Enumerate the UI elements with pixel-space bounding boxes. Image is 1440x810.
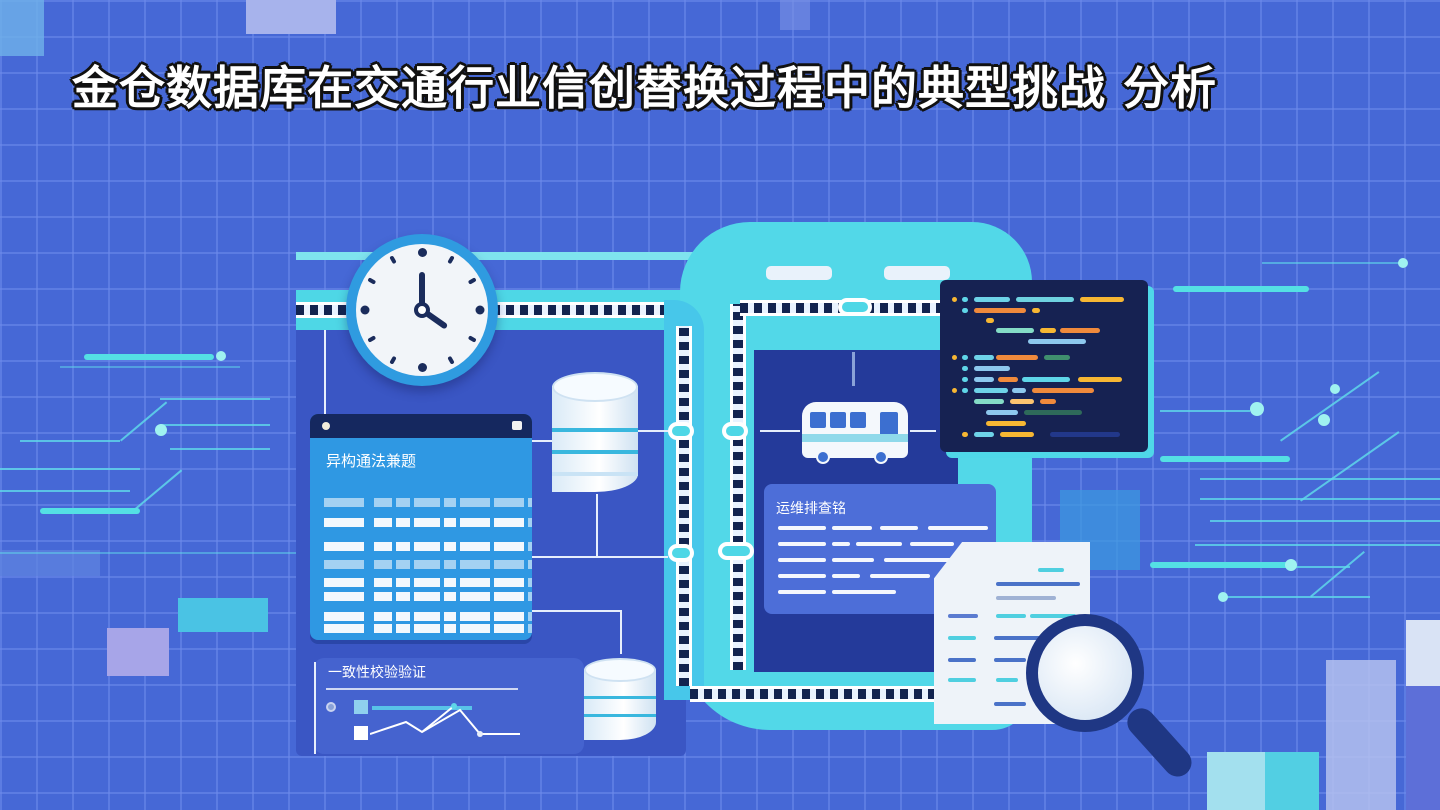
circuit-line xyxy=(1200,478,1440,480)
magnifier-icon xyxy=(1026,614,1144,732)
connector-line xyxy=(314,662,316,754)
circuit-line xyxy=(1220,596,1370,598)
circuit-line xyxy=(160,424,270,426)
connector-line xyxy=(852,352,855,386)
track-node xyxy=(838,298,872,316)
connector-line xyxy=(532,440,552,442)
circuit-line xyxy=(1200,498,1440,500)
window-titlebar xyxy=(310,414,532,438)
heterogeneous-window: 异构通法兼题 xyxy=(310,414,532,640)
table-row xyxy=(324,592,532,601)
connector-line xyxy=(760,430,800,432)
database-icon xyxy=(552,372,638,492)
circuit-line xyxy=(1173,286,1309,292)
deco-square xyxy=(780,0,810,30)
deco-square xyxy=(1326,660,1396,810)
circuit-line xyxy=(0,552,300,554)
rail-track xyxy=(690,686,940,702)
table-row xyxy=(324,560,532,569)
circuit-line xyxy=(20,440,120,442)
connector-line xyxy=(638,430,668,432)
deco-square xyxy=(0,550,100,576)
code-editor-icon xyxy=(940,280,1148,452)
circuit-line xyxy=(84,354,214,360)
circuit-dot xyxy=(1285,559,1297,571)
connector-line xyxy=(910,430,936,432)
connector-line xyxy=(532,610,622,612)
table-row xyxy=(324,578,532,587)
circuit-line xyxy=(1195,544,1440,546)
table-row xyxy=(324,612,532,621)
deco-square xyxy=(178,598,268,632)
table-row xyxy=(324,518,532,527)
cyan-band xyxy=(296,252,696,260)
connector-line xyxy=(596,494,598,556)
circuit-line xyxy=(1310,551,1365,598)
table-row xyxy=(324,498,532,507)
magnifier-handle xyxy=(1121,702,1198,783)
top-pill xyxy=(766,266,832,280)
table-row xyxy=(324,624,532,633)
circuit-dot xyxy=(1330,384,1340,394)
connector-line xyxy=(532,556,668,558)
circuit-line xyxy=(1262,262,1402,264)
circuit-line xyxy=(1280,371,1380,442)
circuit-line xyxy=(135,469,183,510)
rail-track xyxy=(730,304,746,670)
clock-icon xyxy=(346,234,498,386)
circuit-dot xyxy=(1218,592,1228,602)
circuit-line xyxy=(160,398,270,400)
track-node xyxy=(722,422,748,440)
consistency-panel: 一致性校验验证 xyxy=(314,658,584,754)
connector-line xyxy=(324,330,326,414)
circuit-dot xyxy=(216,351,226,361)
circuit-line xyxy=(1150,562,1290,568)
deco-square xyxy=(1265,752,1319,810)
circuit-line xyxy=(0,490,130,492)
consistency-title: 一致性校验验证 xyxy=(328,665,426,681)
circuit-line xyxy=(1160,410,1250,412)
rail-track xyxy=(676,326,692,686)
deco-square xyxy=(0,0,44,56)
connector-line xyxy=(620,610,622,654)
deco-square xyxy=(107,628,169,676)
circuit-dot xyxy=(1398,258,1408,268)
line-chart-icon xyxy=(370,703,520,737)
circuit-line xyxy=(170,448,270,450)
track-node xyxy=(718,542,754,560)
track-node xyxy=(668,422,694,440)
circuit-line xyxy=(0,468,140,470)
circuit-line xyxy=(60,366,240,368)
table-row xyxy=(324,542,532,551)
circuit-dot xyxy=(1318,414,1330,426)
deco-square xyxy=(1406,620,1440,686)
circuit-dot xyxy=(1250,402,1264,416)
top-pill xyxy=(884,266,950,280)
deco-square xyxy=(246,0,336,34)
heterogeneous-title: 异构通法兼题 xyxy=(326,452,417,470)
page-title: 金仓数据库在交通行业信创替换过程中的典型挑战 分析 xyxy=(72,61,1218,115)
database-icon xyxy=(584,658,656,740)
operations-title: 运维排查铭 xyxy=(776,501,846,517)
circuit-line xyxy=(1300,431,1400,502)
deco-square xyxy=(1406,686,1440,810)
track-node xyxy=(668,544,694,562)
circuit-line xyxy=(1210,520,1440,522)
circuit-line xyxy=(1160,456,1290,462)
circuit-dot xyxy=(155,424,167,436)
circuit-line xyxy=(40,508,140,514)
bus-icon xyxy=(802,402,908,464)
